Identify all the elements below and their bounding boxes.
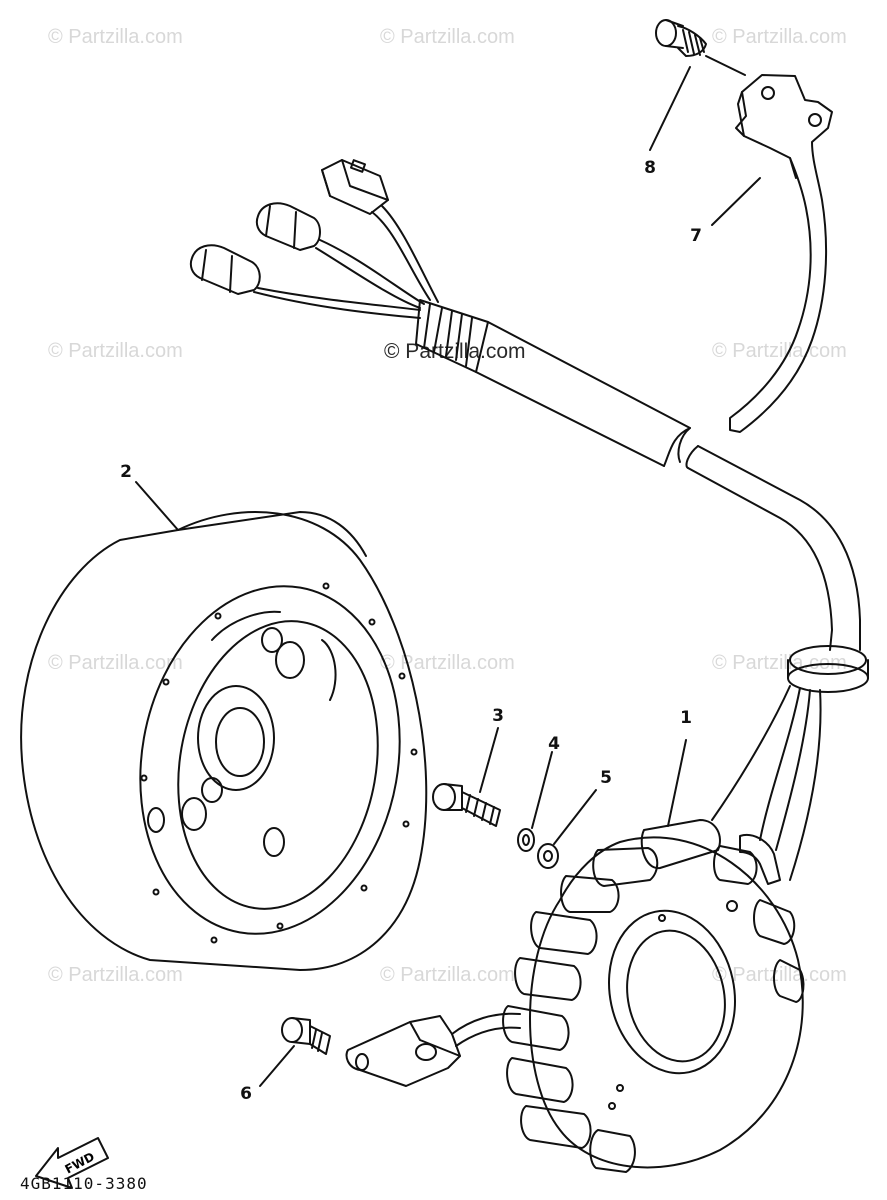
watermark: © Partzilla.com bbox=[712, 26, 847, 48]
leader-2 bbox=[135, 481, 179, 531]
callout-1: 1 bbox=[680, 708, 692, 728]
callout-4: 4 bbox=[548, 734, 560, 754]
watermark: © Partzilla.com bbox=[48, 652, 183, 674]
watermark: © Partzilla.com bbox=[48, 340, 183, 362]
fwd-arrow-icon bbox=[35, 1137, 109, 1189]
screw-part-6 bbox=[281, 1017, 331, 1055]
pickup-coil bbox=[345, 1012, 521, 1087]
leader-8 bbox=[649, 66, 691, 151]
leader-4 bbox=[531, 751, 553, 829]
watermark: © Partzilla.com bbox=[712, 652, 847, 674]
flywheel-part-2 bbox=[20, 511, 428, 971]
callout-5: 5 bbox=[600, 768, 612, 788]
stator-part-1 bbox=[502, 819, 805, 1173]
watermark: © Partzilla.com bbox=[712, 964, 847, 986]
washer-part-5 bbox=[537, 843, 559, 869]
watermark: © Partzilla.com bbox=[380, 652, 515, 674]
watermark: © Partzilla.com bbox=[380, 26, 515, 48]
wire-harness bbox=[189, 159, 869, 881]
watermark: © Partzilla.com bbox=[48, 26, 183, 48]
leader-6 bbox=[259, 1045, 295, 1087]
callout-8: 8 bbox=[644, 158, 656, 178]
leader-5 bbox=[553, 789, 597, 845]
watermark: © Partzilla.com bbox=[712, 340, 847, 362]
leader-3 bbox=[479, 727, 499, 793]
screw-part-3 bbox=[432, 783, 501, 827]
watermark: © Partzilla.com bbox=[48, 964, 183, 986]
callout-3: 3 bbox=[492, 706, 504, 726]
leader-1 bbox=[667, 739, 687, 827]
leader-8-bolt bbox=[705, 55, 746, 76]
bolt-part-8 bbox=[655, 19, 707, 57]
leader-7 bbox=[711, 177, 761, 226]
bracket-part-7 bbox=[729, 74, 833, 433]
washer-part-4 bbox=[517, 828, 535, 852]
callout-6: 6 bbox=[240, 1084, 252, 1104]
diagram-code: 4GB1110-3380 bbox=[20, 1174, 148, 1193]
callout-2: 2 bbox=[120, 462, 132, 482]
watermark: © Partzilla.com bbox=[380, 964, 515, 986]
callout-7: 7 bbox=[690, 226, 702, 246]
